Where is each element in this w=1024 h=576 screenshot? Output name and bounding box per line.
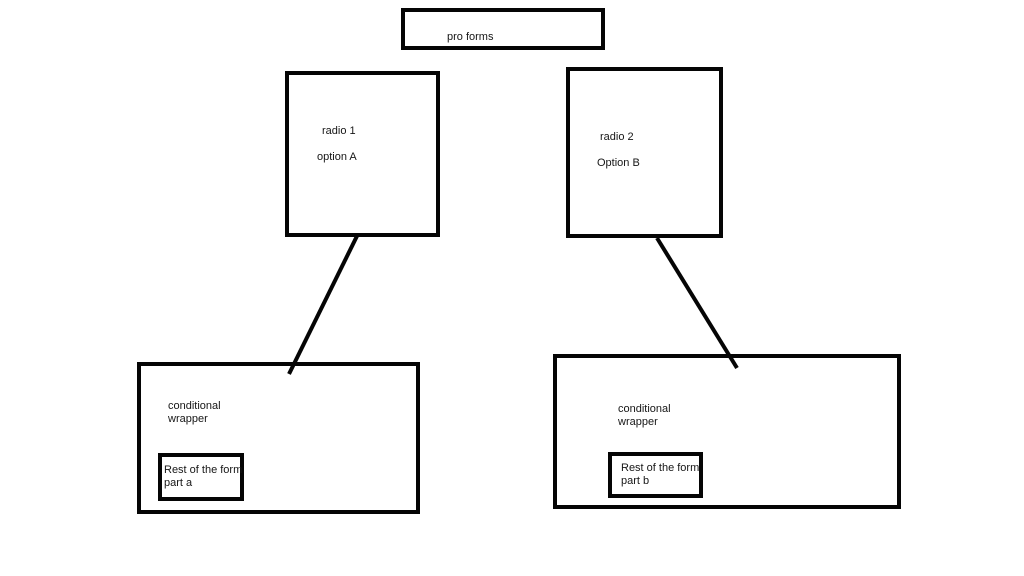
wrapper-b-label-line2: wrapper — [618, 416, 658, 428]
wrapper-b-label-line1: conditional — [618, 403, 671, 415]
node-conditional-wrapper-b: conditional wrapper Rest of the form par… — [553, 354, 901, 509]
wrapper-a-label: conditional wrapper — [168, 400, 221, 426]
radio-1-option-label: option A — [317, 151, 357, 163]
rest-of-form-b-line1: Rest of the form — [621, 462, 700, 474]
node-radio-2: radio 2 Option B — [566, 67, 723, 238]
pro-forms-label: pro forms — [447, 31, 494, 43]
node-rest-of-form-b: Rest of the form part b — [608, 452, 703, 498]
node-radio-1: radio 1 option A — [285, 71, 440, 237]
node-rest-of-form-a: Rest of the form part a — [158, 453, 244, 501]
rest-of-form-a-line1: Rest of the form — [164, 464, 243, 476]
rest-of-form-a-label: Rest of the form part a — [164, 464, 242, 490]
node-pro-forms: pro forms — [401, 8, 605, 50]
radio-2-title: radio 2 — [600, 131, 634, 143]
wrapper-a-label-line2: wrapper — [168, 413, 208, 425]
rest-of-form-b-line2: part b — [621, 475, 650, 487]
rest-of-form-b-label: Rest of the form part b — [621, 462, 699, 488]
radio-1-title: radio 1 — [322, 125, 356, 137]
rest-of-form-a-line2: part a — [164, 477, 193, 489]
node-conditional-wrapper-a: conditional wrapper Rest of the form par… — [137, 362, 420, 514]
connector-radio2-to-wrapper-b — [655, 236, 739, 370]
radio-2-option-label: Option B — [597, 157, 640, 169]
connector-radio1-to-wrapper-a — [287, 235, 359, 375]
wrapper-b-label: conditional wrapper — [618, 403, 671, 429]
wrapper-a-label-line1: conditional — [168, 400, 221, 412]
